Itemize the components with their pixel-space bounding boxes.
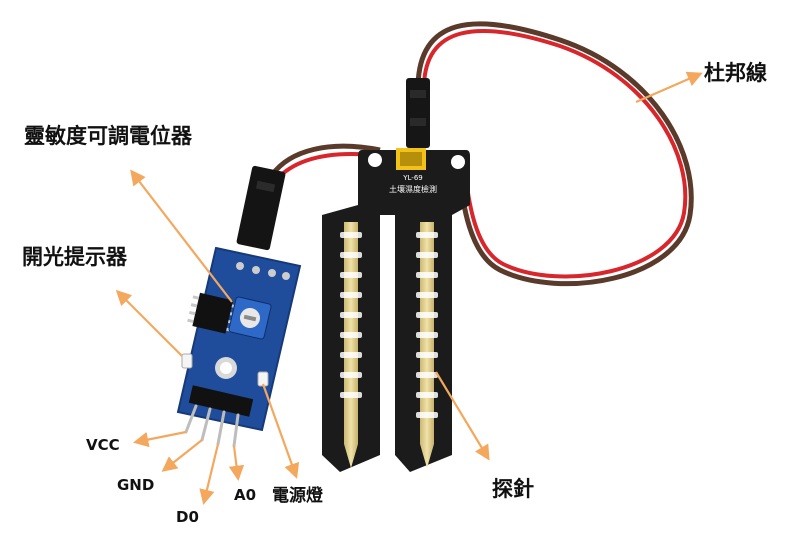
label-dupont-wire: 杜邦線 <box>704 61 767 85</box>
probe-title-text: 土壤濕度檢測 <box>389 184 437 194</box>
annotation-arrows <box>115 71 703 505</box>
label-switch-indicator: 開光提示器 <box>22 245 127 269</box>
arrow-vcc <box>132 430 187 448</box>
arrow-switch-indicator <box>115 289 183 357</box>
arrow-d0 <box>199 443 220 505</box>
header-pins <box>184 404 240 448</box>
arrow-probe <box>435 371 490 461</box>
module-connector <box>236 165 286 251</box>
potentiometer <box>228 296 272 340</box>
label-power-led: 電源燈 <box>272 486 323 506</box>
arrow-a0 <box>228 445 245 482</box>
label-vcc: VCC <box>86 436 120 454</box>
arrow-potentiometer <box>130 169 233 303</box>
label-gnd: GND <box>117 476 155 494</box>
label-probe: 探針 <box>492 477 534 501</box>
switch-led <box>181 353 193 369</box>
dupont-wire-loop <box>415 21 694 287</box>
label-d0: D0 <box>176 508 199 526</box>
probe-board: YL-69 土壤濕度檢測 <box>322 148 470 472</box>
power-led-chip <box>257 371 269 387</box>
module-board <box>176 246 302 432</box>
arrow-dupont-wire <box>635 71 703 104</box>
arrow-gnd <box>161 439 203 472</box>
arrow-power-led <box>261 383 300 479</box>
label-a0: A0 <box>234 486 257 504</box>
probe-connector <box>406 78 430 148</box>
probe-model-text: YL-69 <box>402 174 423 182</box>
label-sensitivity-potentiometer: 靈敏度可調電位器 <box>24 124 192 148</box>
